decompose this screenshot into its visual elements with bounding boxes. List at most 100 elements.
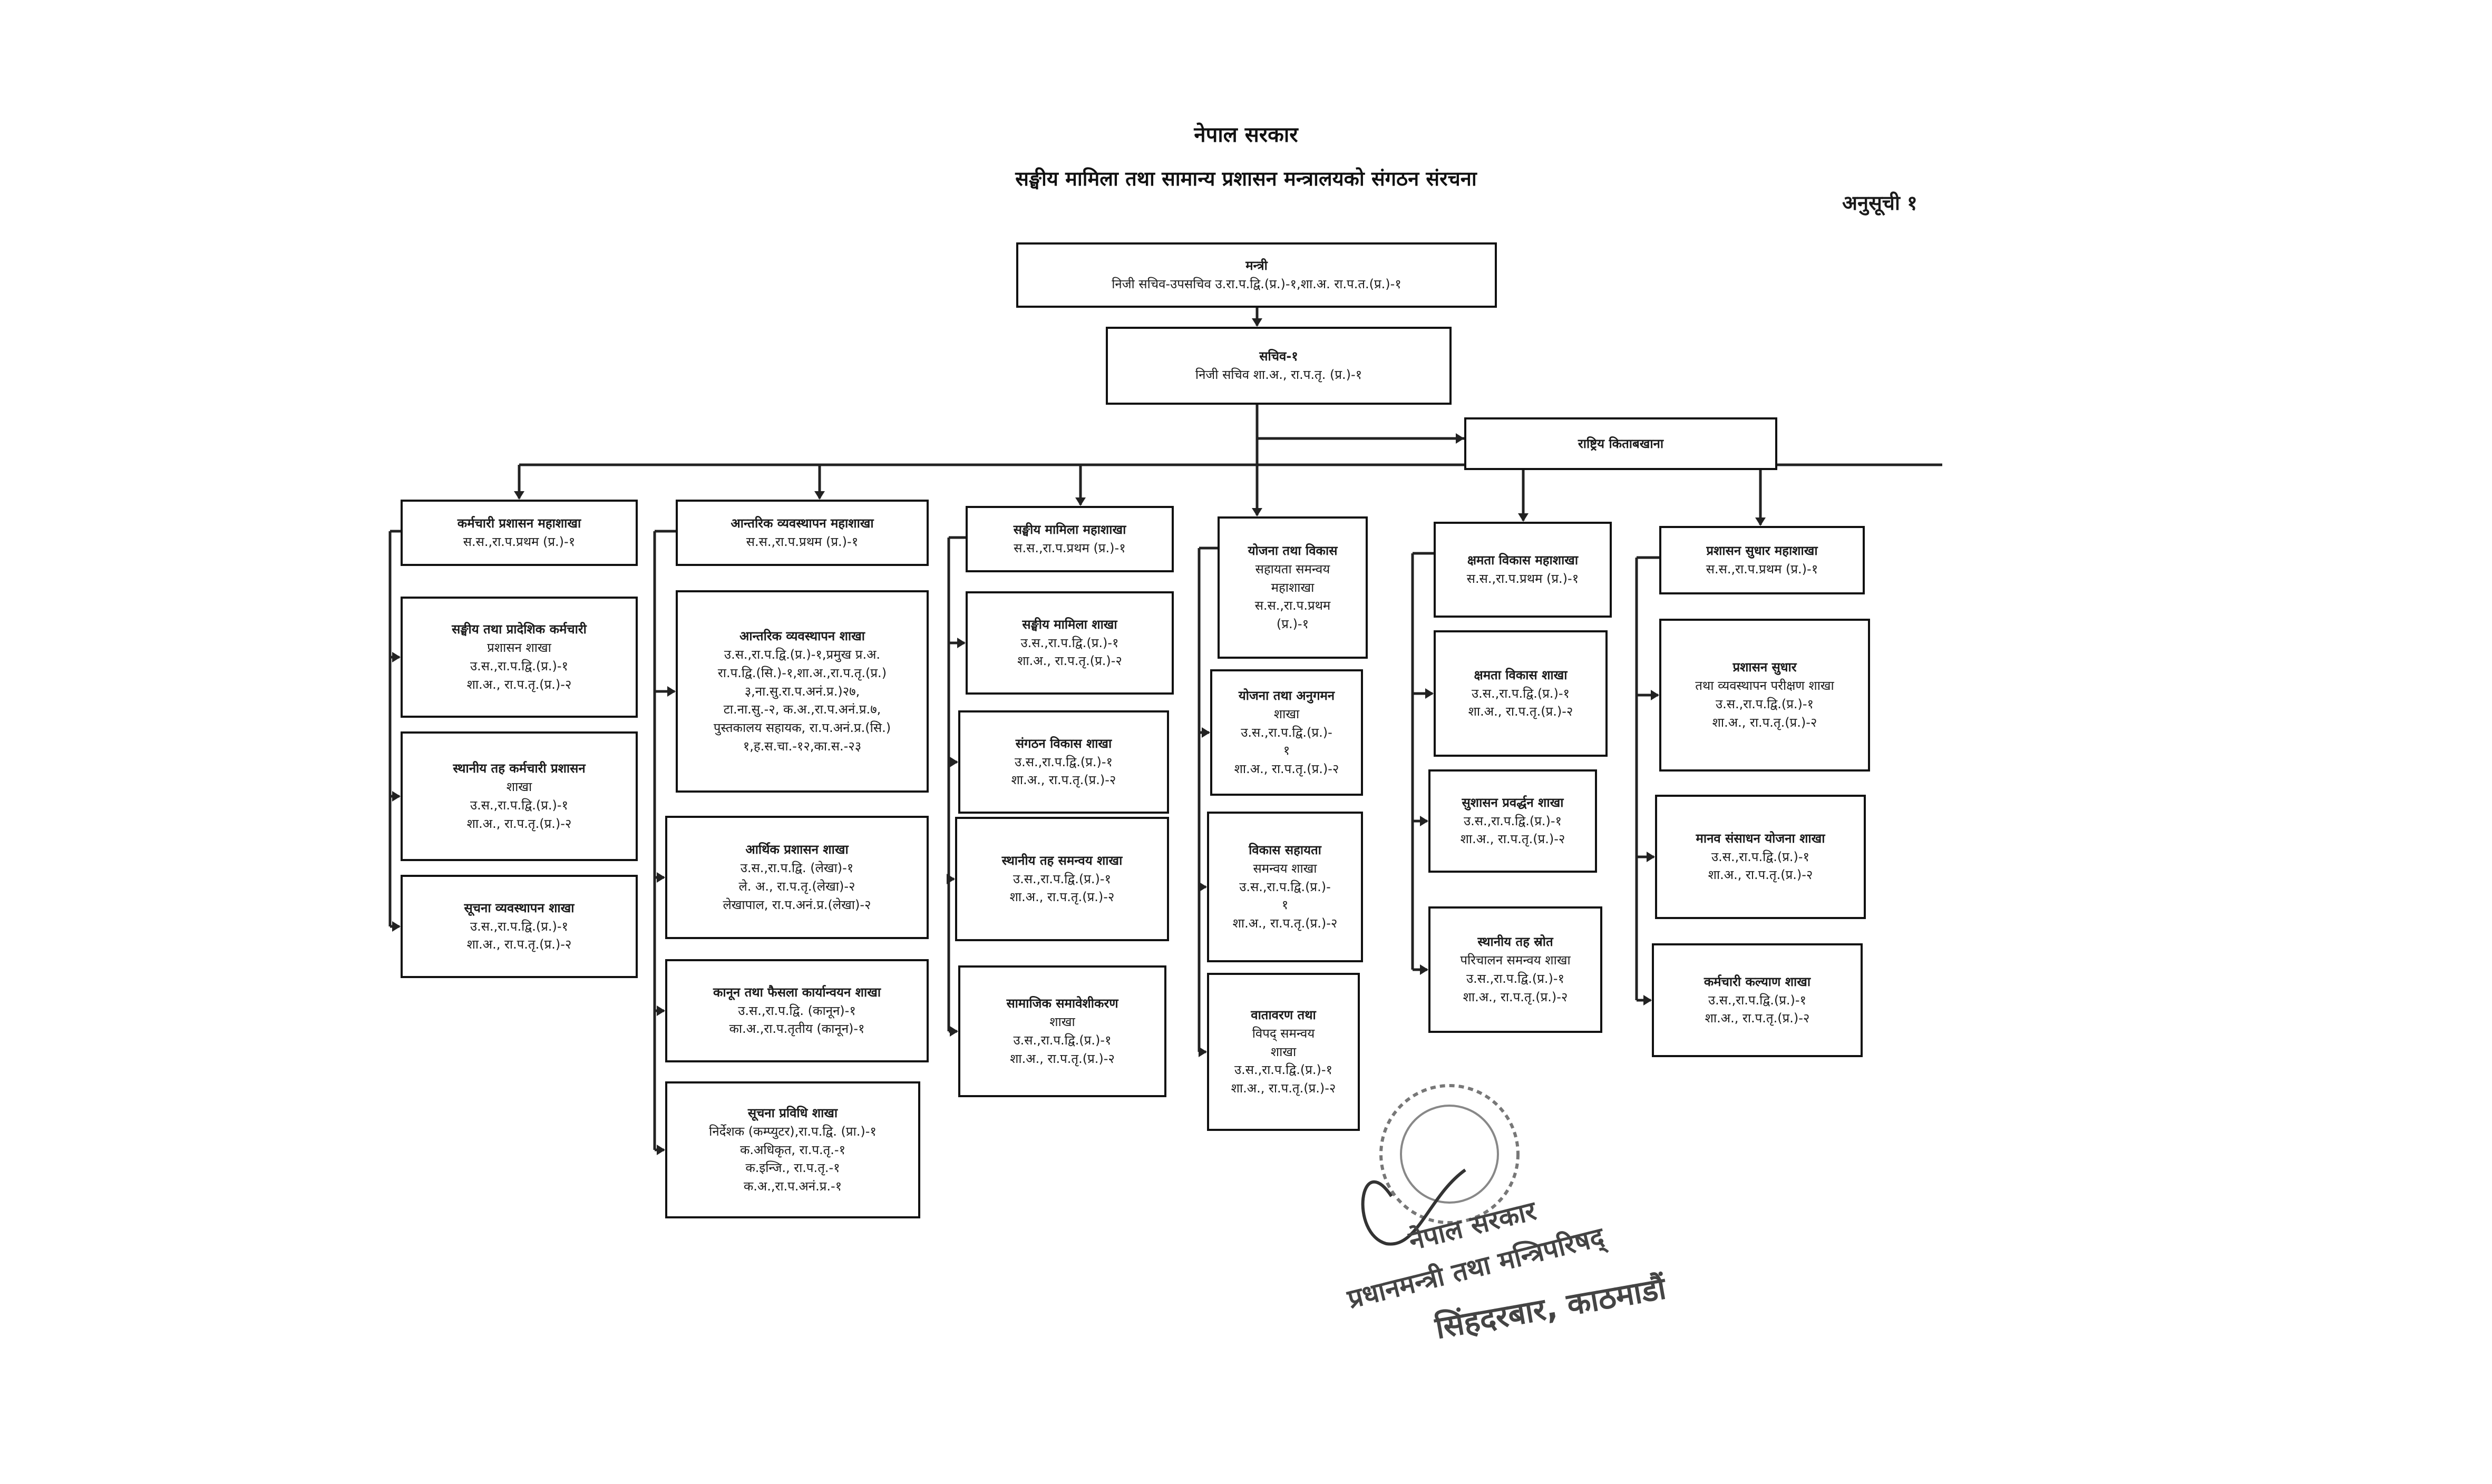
box-staff-line: उ.स.,रा.प.द्वि.(प्र.)-१	[1472, 686, 1570, 701]
secretary-box: सचिव-१ निजी सचिव शा.अ., रा.प.तृ. (प्र.)-१	[1106, 327, 1452, 405]
arrow-head-icon	[657, 1005, 665, 1016]
section-box-5-1: क्षमता विकास शाखाउ.स.,रा.प.द्वि.(प्र.)-१…	[1434, 630, 1608, 757]
box-staff-line: उ.स.,रा.प.द्वि.(प्र.)-१	[1716, 697, 1814, 711]
box-staff-line: शा.अ., रा.प.तृ.(प्र.)-२	[466, 816, 572, 831]
box-staff-line: १	[1281, 897, 1289, 913]
box-staff-line: उ.स.,रा.प.द्वि.(प्र.)-१	[470, 659, 568, 673]
section-box-1-1: सङ्घीय तथा प्रादेशिक कर्मचारी प्रशासन शाख…	[401, 597, 638, 718]
box-staff-line: शा.अ., रा.प.तृ.(प्र.)-२	[1712, 715, 1817, 730]
section-box-3-1: सङ्घीय मामिला शाखाउ.स.,रा.प.द्वि.(प्र.)-…	[966, 591, 1174, 695]
arrow-head-icon	[950, 1026, 958, 1037]
seal-emblem-icon	[1361, 1084, 1520, 1246]
box-title: प्रशासन सुधार महाशाखा	[1706, 543, 1818, 559]
section-box-6-2: मानव संसाधन योजना शाखा उ.स.,रा.प.द्वि.(प्…	[1655, 795, 1866, 919]
box-staff-line: परिचालन समन्वय शाखा	[1460, 953, 1571, 968]
box-title: मन्त्री	[1245, 258, 1268, 274]
box-title: मानव संसाधन योजना शाखा	[1696, 831, 1825, 846]
box-staff-line: विपद् समन्वय	[1252, 1026, 1315, 1041]
box-staff-line: स.स.,रा.प.प्रथम (प्र.)-१	[1466, 571, 1579, 586]
box-staff-line: उ.स.,रा.प.द्वि.(प्र.)-	[1241, 725, 1332, 740]
box-staff-line: शा.अ., रा.प.तृ.(प्र.)-२	[466, 677, 572, 692]
arrow-head-icon	[814, 491, 825, 500]
arrow-head-icon	[947, 874, 955, 884]
box-staff-line: उ.स.,रा.प.द्वि.(प्र.)-१	[1711, 849, 1809, 864]
box-staff-line: निर्देशक (कम्प्युटर),रा.प.द्वि. (प्रा.)-…	[709, 1124, 877, 1139]
box-staff-line: ले. अ., रा.प.तृ.(लेखा)-२	[738, 879, 855, 894]
arrow-head-icon	[1425, 688, 1434, 699]
box-staff-line: निजी सचिव-उपसचिव उ.रा.प.द्वि.(प्र.)-१,शा…	[1112, 277, 1401, 291]
box-staff-line: निजी सचिव शा.अ., रा.प.तृ. (प्र.)-१	[1195, 367, 1362, 382]
division-head-box-6: प्रशासन सुधार महाशाखास.स.,रा.प.प्रथम (प्…	[1659, 526, 1865, 594]
box-staff-line: उ.स.,रा.प.द्वि.(प्र.)-१	[1013, 871, 1111, 886]
box-staff-line: शा.अ., रा.प.तृ.(प्र.)-२	[1463, 989, 1568, 1004]
box-staff-line: उ.स.,रा.प.द्वि. (कानून)-१	[738, 1003, 856, 1018]
box-title: आर्थिक प्रशासन शाखा	[745, 842, 849, 857]
box-staff-line: शा.अ., रा.प.तृ.(प्र.)-२	[1010, 1051, 1115, 1066]
box-title: सचिव-१	[1259, 349, 1298, 364]
arrow-head-icon	[1420, 964, 1428, 975]
box-title: स्थानीय तह समन्वय शाखा	[1001, 853, 1123, 868]
box-staff-line: शाखा	[1270, 1044, 1297, 1059]
box-staff-line: क.इन्जि., रा.प.तृ.-१	[745, 1160, 840, 1176]
box-staff-line: शाखा	[1273, 706, 1300, 721]
arrow-head-icon	[957, 638, 966, 648]
box-title: स्थानीय तह कर्मचारी प्रशासन	[453, 761, 586, 776]
arrow-head-icon	[1643, 995, 1652, 1005]
box-staff-line: उ.स.,रा.प.द्वि.(प्र.)-१	[1234, 1062, 1332, 1078]
box-staff-line: शा.अ., रा.प.तृ.(प्र.)-२	[1231, 1081, 1336, 1096]
section-box-2-4: सूचना प्रविधि शाखानिर्देशक (कम्प्युटर),र…	[665, 1081, 920, 1218]
box-staff-line: तथा व्यवस्थापन परीक्षण शाखा	[1695, 678, 1834, 694]
box-staff-line: सहायता समन्वय	[1255, 561, 1330, 577]
division-head-box-5: क्षमता विकास महाशाखा स.स.,रा.प.प्रथम (प्र…	[1434, 522, 1612, 618]
annex-label: अनुसूची १	[1842, 191, 1917, 214]
chart-title: सङ्घीय मामिला तथा सामान्य प्रशासन मन्त्र…	[1015, 167, 1477, 190]
box-staff-line: प्रशासन शाखा	[487, 640, 551, 656]
box-staff-line: शा.अ., रा.प.तृ.(प्र.)-२	[1017, 653, 1122, 669]
box-title: राष्ट्रिय किताबखाना	[1578, 436, 1664, 451]
box-staff-line: शा.अ., रा.प.तृ.(प्र.)-२	[1009, 890, 1115, 905]
box-staff-line: स.स.,रा.प.प्रथम (प्र.)-१	[1014, 541, 1126, 555]
box-staff-line: समन्वय शाखा	[1253, 861, 1317, 876]
box-staff-line: (प्र.)-१	[1276, 617, 1309, 632]
box-title: कर्मचारी प्रशासन महाशाखा	[457, 516, 581, 531]
box-staff-line: रा.प.द्वि.(सि.)-१,शा.अ.,रा.प.तृ.(प्र.)	[717, 665, 887, 680]
box-title: सङ्घीय मामिला महाशाखा	[1013, 522, 1126, 538]
arrow-head-icon	[392, 652, 401, 662]
box-staff-line: शा.अ., रा.प.तृ.(प्र.)-२	[466, 937, 572, 952]
box-title: सङ्घीय तथा प्रादेशिक कर्मचारी	[452, 622, 587, 637]
box-staff-line: शा.अ., रा.प.तृ.(प्र.)-२	[1705, 1011, 1810, 1026]
section-box-5-2: सुशासन प्रवर्द्धन शाखा उ.स.,रा.प.द्वि.(प्…	[1428, 769, 1597, 873]
box-staff-line: उ.स.,रा.प.द्वि.(प्र.)-१	[1464, 813, 1562, 828]
arrow-head-icon	[1202, 727, 1210, 738]
box-title: आन्तरिक व्यवस्थापन महाशाखा	[731, 516, 874, 531]
box-staff-line: का.अ.,रा.प.तृतीय (कानून)-१	[729, 1021, 865, 1037]
box-title: सामाजिक समावेशीकरण	[1006, 996, 1118, 1011]
arrow-head-icon	[1252, 318, 1262, 327]
arrow-head-icon	[1518, 513, 1529, 522]
box-staff-line: शा.अ., रा.प.तृ.(प्र.)-२	[1232, 916, 1338, 931]
box-staff-line: महाशाखा	[1271, 580, 1315, 595]
box-staff-line: उ.स.,रा.प.द्वि.(प्र.)-१	[1020, 635, 1119, 650]
section-box-6-3: कर्मचारी कल्याण शाखाउ.स.,रा.प.द्वि.(प्र.…	[1652, 943, 1863, 1057]
arrow-head-icon	[1420, 816, 1428, 826]
box-staff-line: स.स.,रा.प.प्रथम (प्र.)-१	[463, 534, 576, 549]
box-staff-line: शा.अ., रा.प.तृ.(प्र.)-२	[1234, 761, 1339, 777]
box-staff-line: १,ह.स.चा.-१२,का.स.-२३	[743, 738, 862, 754]
box-title: क्षमता विकास महाशाखा	[1467, 553, 1579, 568]
box-staff-line: स.स.,रा.प.प्रथम (प्र.)-१	[746, 534, 859, 549]
box-title: स्थानीय तह स्रोत	[1477, 934, 1553, 950]
arrow-head-icon	[1199, 882, 1207, 892]
box-title: सुशासन प्रवर्द्धन शाखा	[1462, 795, 1564, 810]
box-staff-line: शा.अ., रा.प.तृ.(प्र.)-२	[1011, 773, 1116, 788]
box-staff-line: १	[1283, 743, 1290, 758]
box-staff-line: उ.स.,रा.प.द्वि.(प्र.)-	[1239, 879, 1331, 894]
box-title: विकास सहायता	[1249, 843, 1321, 857]
government-heading: नेपाल सरकार	[1194, 123, 1298, 147]
arrow-head-icon	[392, 921, 401, 932]
box-staff-line: उ.स.,रा.प.द्वि. (लेखा)-१	[740, 861, 854, 876]
